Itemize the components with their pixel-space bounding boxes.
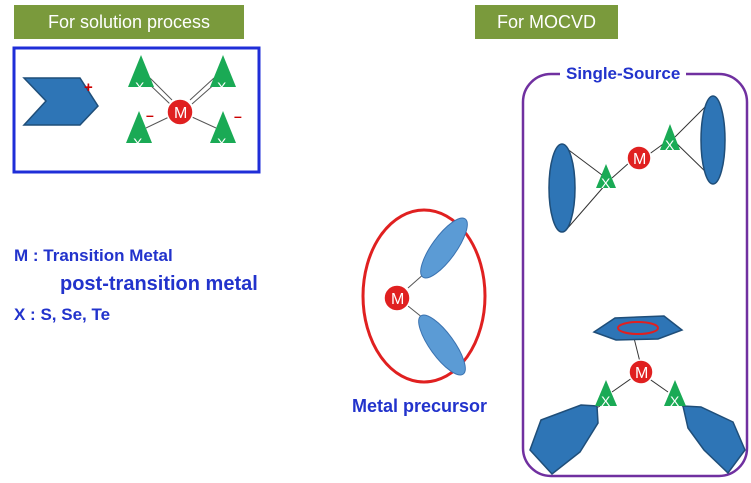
single-source-label: Single-Source <box>560 64 687 84</box>
metal-precursor-frame <box>361 208 487 384</box>
solution-process-header: For solution process <box>14 5 244 39</box>
upper-chalcogen-right: X <box>660 124 680 153</box>
anion-metal-center: M <box>166 98 194 126</box>
anion-minus-right: – <box>234 108 242 124</box>
anion-chalcogen-bottom-right: X <box>210 111 236 151</box>
legend-metal-definition: M : Transition Metal <box>14 246 173 265</box>
cyclopentadienyl-ring <box>592 315 684 341</box>
svg-text:X: X <box>670 393 680 409</box>
lower-chalcogen-left: X <box>595 380 617 409</box>
svg-text:M: M <box>391 291 404 308</box>
cation-shape <box>22 77 99 126</box>
lower-ligand-left-block <box>529 404 599 476</box>
cation-plus-sign: + <box>84 79 93 96</box>
anion-chalcogen-top-left: X <box>128 55 154 95</box>
lower-metal-center: M <box>628 359 654 385</box>
lower-chalcogen-right: X <box>664 380 686 409</box>
svg-text:X: X <box>133 135 143 151</box>
mocvd-header: For MOCVD <box>475 5 618 39</box>
anion-chalcogen-bottom-left: X <box>126 111 152 151</box>
precursor-ligand-lower <box>418 314 466 376</box>
upper-ligand-left-disc <box>548 143 576 233</box>
upper-chalcogen-left: X <box>596 164 616 191</box>
anion-minus-left: – <box>146 107 154 123</box>
legend-chalcogen-definition: X : S, Se, Te <box>14 305 111 324</box>
metal-precursor-bonds <box>407 272 426 319</box>
anion-chalcogen-top-right: X <box>210 55 236 95</box>
upper-metal-center: M <box>626 145 652 171</box>
precursor-metal-center: M <box>383 284 411 312</box>
solution-process-header-text: For solution process <box>47 11 211 32</box>
svg-text:M: M <box>635 365 648 382</box>
metal-precursor-label: Metal precursor <box>352 396 488 416</box>
svg-text:X: X <box>601 393 611 409</box>
svg-text:M: M <box>174 105 187 122</box>
svg-text:X: X <box>135 79 145 95</box>
svg-text:X: X <box>217 79 227 95</box>
svg-text:M: M <box>633 151 646 168</box>
upper-ligand-right-disc <box>700 95 726 185</box>
svg-text:X: X <box>217 135 227 151</box>
precursor-ligand-upper <box>420 217 468 279</box>
svg-text:X: X <box>601 175 611 191</box>
mocvd-header-text: For MOCVD <box>497 11 596 32</box>
svg-text:X: X <box>665 137 675 153</box>
solution-process-frame <box>12 46 261 174</box>
legend-post-transition: post-transition metal <box>60 273 258 295</box>
aromatic-ring-oval <box>617 321 659 335</box>
lower-ligand-right-block <box>682 405 746 475</box>
